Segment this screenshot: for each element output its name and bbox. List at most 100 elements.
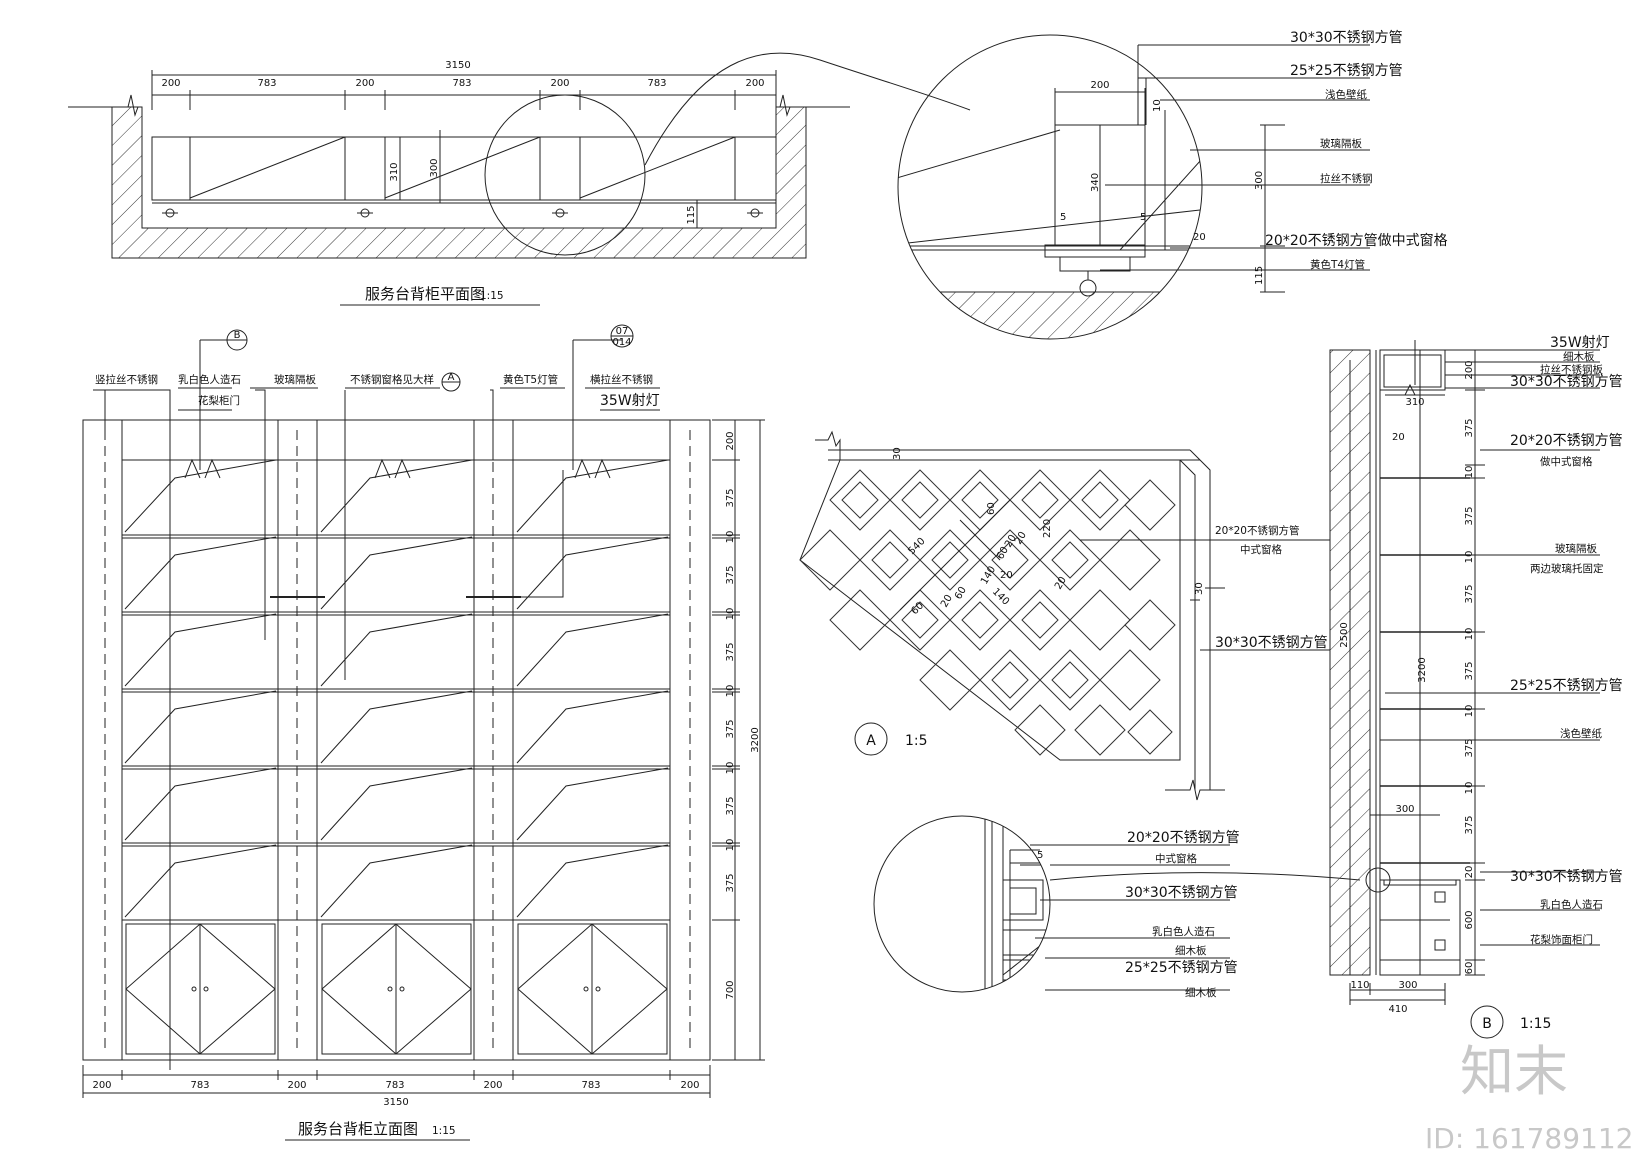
section-dim-r1: 375 bbox=[1464, 418, 1475, 437]
section-b-text: 35W射灯 细木板 拉丝不锈钢板 30*30不锈钢方管 20*20不锈钢方管 做… bbox=[1339, 335, 1623, 1032]
section-dim-r7: 375 bbox=[1464, 661, 1475, 680]
elev-dim-r6: 10 bbox=[725, 685, 736, 698]
elevation-glass-reflections bbox=[124, 459, 669, 918]
plan-dim-total: 3150 bbox=[445, 60, 470, 71]
watermark: 知末 ID: 161789112 bbox=[1425, 1040, 1633, 1155]
section-label-lattice: 做中式窗格 bbox=[1540, 455, 1593, 468]
section-dim-20: 20 bbox=[1392, 432, 1405, 443]
detail-top-dim-10: 10 bbox=[1152, 99, 1163, 112]
plan-dim-200-d: 200 bbox=[745, 78, 764, 89]
section-label-wallpaper: 浅色壁纸 bbox=[1560, 727, 1602, 740]
plan-dim-300: 300 bbox=[429, 158, 440, 177]
section-dim-300: 300 bbox=[1395, 804, 1414, 815]
detail-a-dim-220: 220 bbox=[1042, 519, 1053, 538]
elev-label-white-stone: 乳白色人造石 bbox=[178, 373, 241, 386]
section-label-glass-bracket: 两边玻璃托固定 bbox=[1530, 562, 1604, 575]
elev-label-spotlight: 35W射灯 bbox=[600, 393, 660, 409]
plan-dim-ticks bbox=[151, 70, 777, 110]
elev-dim-total: 3150 bbox=[383, 1097, 408, 1108]
detail-a-dim-30a: 30 bbox=[892, 447, 903, 460]
section-dim-110: 110 bbox=[1350, 980, 1369, 991]
detail-a-dim-60c: 60 bbox=[953, 585, 969, 602]
plan-dim-200-b: 200 bbox=[355, 78, 374, 89]
elev-callout-a: A bbox=[448, 372, 455, 383]
elevation-scale: 1:15 bbox=[432, 1125, 456, 1137]
plan-lamps bbox=[162, 208, 763, 218]
section-dim-3200: 3200 bbox=[1417, 657, 1428, 682]
detail-bottom-label-20x20: 20*20不锈钢方管 bbox=[1127, 830, 1240, 846]
elevation-shelves bbox=[122, 459, 670, 921]
elev-dim-r3: 375 bbox=[725, 565, 736, 584]
detail-a-dim-60a: 60 bbox=[986, 502, 997, 515]
section-b bbox=[1329, 340, 1600, 1039]
elev-dim-r0: 200 bbox=[725, 431, 736, 450]
section-dim-r12: 20 bbox=[1464, 866, 1475, 879]
elevation-view bbox=[82, 324, 765, 1141]
plan-title: 服务台背柜平面图 bbox=[365, 285, 485, 303]
detail-a-label-30x30: 30*30不锈钢方管 bbox=[1215, 635, 1328, 651]
elev-dim-r8: 10 bbox=[725, 762, 736, 775]
detail-bottom-text: 20*20不锈钢方管 中式窗格 30*30不锈钢方管 乳白色人造石 细木板 25… bbox=[1037, 830, 1240, 999]
detail-bottom-dim-5: 5 bbox=[1037, 850, 1043, 861]
section-dim-r2: 10 bbox=[1464, 466, 1475, 479]
detail-top-label-glass: 玻璃隔板 bbox=[1320, 137, 1362, 150]
section-shelves bbox=[1380, 477, 1470, 864]
detail-bottom-label-25x25: 25*25不锈钢方管 bbox=[1125, 960, 1238, 976]
plan-scale: 1:15 bbox=[480, 290, 504, 302]
elev-dim-b5: 783 bbox=[581, 1080, 600, 1091]
elevation-cabinet-doors bbox=[125, 923, 668, 1055]
detail-top-dim-300: 300 bbox=[1254, 171, 1265, 190]
plan-dim-783-a: 783 bbox=[257, 78, 276, 89]
detail-bottom-label-lattice: 中式窗格 bbox=[1155, 852, 1197, 865]
section-label-spotlight: 35W射灯 bbox=[1550, 335, 1610, 351]
elevation-text: 竖拉丝不锈钢 乳白色人造石 花梨柜门 玻璃隔板 不锈钢窗格见大样 黄色T5灯管 … bbox=[92, 326, 761, 1138]
elev-dim-b2: 200 bbox=[287, 1080, 306, 1091]
plan-dim-115: 115 bbox=[686, 205, 697, 224]
section-label-steel-plate: 拉丝不锈钢板 bbox=[1540, 363, 1603, 376]
section-label-glass: 玻璃隔板 bbox=[1555, 542, 1597, 555]
section-scale: 1:15 bbox=[1520, 1016, 1551, 1032]
watermark-id: ID: 161789112 bbox=[1425, 1122, 1633, 1155]
plan-view bbox=[68, 52, 971, 306]
section-dim-r11: 375 bbox=[1464, 815, 1475, 834]
section-dim-410: 410 bbox=[1388, 1004, 1407, 1015]
elev-dim-b3: 783 bbox=[385, 1080, 404, 1091]
plan-dim-310: 310 bbox=[389, 162, 400, 181]
detail-top-dim-5b: 5 bbox=[1140, 212, 1146, 223]
elevation-title: 服务台背柜立面图 bbox=[298, 1120, 418, 1138]
section-dim-r8: 10 bbox=[1464, 705, 1475, 718]
elev-dim-r5: 375 bbox=[725, 642, 736, 661]
section-label-rosewood-door: 花梨饰面柜门 bbox=[1530, 933, 1593, 946]
detail-a-text: 20*20不锈钢方管 中式窗格 30*30不锈钢方管 A 1:5 30 30 5… bbox=[866, 447, 1327, 749]
detail-top-dim-340: 340 bbox=[1090, 173, 1101, 192]
elevation-bottom-ticks bbox=[82, 1065, 711, 1098]
detail-top-dim-5a: 5 bbox=[1060, 212, 1066, 223]
detail-bottom-label-blockboard-a: 细木板 bbox=[1175, 944, 1207, 957]
section-label-30x30-bottom: 30*30不锈钢方管 bbox=[1510, 869, 1623, 885]
detail-a-scale: 1:5 bbox=[905, 733, 928, 749]
elev-dim-r10: 10 bbox=[725, 839, 736, 852]
detail-top-label-t4: 黄色T4灯管 bbox=[1310, 258, 1365, 271]
watermark-logo: 知末 bbox=[1460, 1040, 1568, 1103]
elev-callout-07: 07 bbox=[616, 326, 629, 337]
detail-a-dim-140b: 140 bbox=[990, 586, 1011, 607]
detail-a bbox=[799, 430, 1330, 801]
detail-top-label-20x20: 20*20不锈钢方管做中式窗格 bbox=[1265, 232, 1448, 249]
detail-top-dim-115: 115 bbox=[1254, 266, 1265, 285]
section-label-blockboard: 细木板 bbox=[1563, 350, 1595, 363]
section-marker: B bbox=[1482, 1016, 1492, 1032]
section-dim-r14: 60 bbox=[1464, 962, 1475, 975]
elev-dim-r9: 375 bbox=[725, 796, 736, 815]
detail-a-label-lattice: 中式窗格 bbox=[1240, 543, 1282, 556]
detail-a-marker: A bbox=[866, 733, 876, 749]
elev-dim-height: 3200 bbox=[750, 727, 761, 752]
elevation-right-ticks bbox=[712, 419, 765, 1061]
section-label-30x30-top: 30*30不锈钢方管 bbox=[1510, 374, 1623, 390]
detail-bottom bbox=[873, 815, 1361, 993]
elev-label-horizontal-steel: 横拉丝不锈钢 bbox=[590, 373, 653, 386]
detail-a-dim-20e: 20 bbox=[1000, 570, 1013, 581]
detail-bottom-label-30x30: 30*30不锈钢方管 bbox=[1125, 885, 1238, 901]
detail-a-dim-30b: 30 bbox=[1194, 582, 1205, 595]
